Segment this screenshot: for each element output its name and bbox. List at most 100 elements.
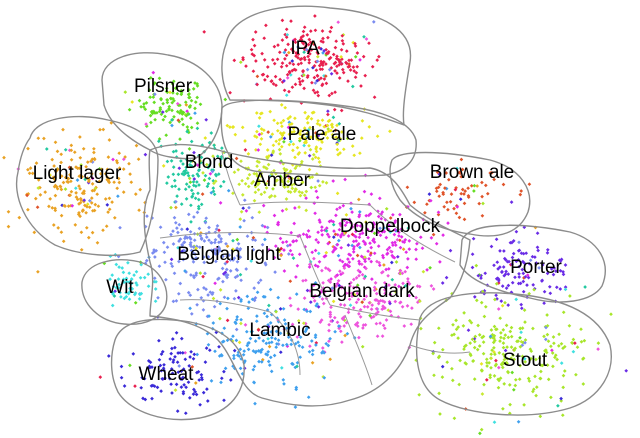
data-point [187,235,192,240]
data-point [251,37,255,42]
data-point [284,27,289,32]
data-point [377,260,382,265]
data-point [494,237,499,242]
data-point [418,299,422,304]
data-point [185,125,190,129]
data-point [79,198,84,202]
data-point [380,210,385,214]
data-point [233,132,238,137]
data-point [510,240,514,245]
data-point [6,224,11,229]
data-point [257,210,262,215]
data-point [288,303,293,308]
data-point [273,194,277,199]
data-point [267,247,271,252]
data-point [509,345,514,349]
data-point [391,212,395,217]
data-point [384,267,388,272]
region-label-belgian-dark: Belgian dark [309,281,415,302]
data-point [370,303,375,307]
data-point [546,377,551,382]
data-point [204,117,209,122]
data-point [354,276,359,280]
data-point [338,234,343,239]
data-point [273,74,278,79]
data-point [348,68,353,72]
data-point [483,183,488,188]
data-point [245,294,250,299]
data-point [239,278,243,283]
data-point [48,173,52,177]
data-point [186,380,191,385]
data-point [506,283,511,288]
data-point [262,311,267,316]
data-point [342,324,347,328]
data-point [313,185,318,190]
data-point [385,252,389,256]
data-point [492,374,497,378]
data-point [347,217,352,222]
data-point [287,70,292,75]
data-point [370,277,374,281]
data-point [315,74,320,78]
data-point [237,340,242,345]
data-point [225,259,230,264]
data-point [202,286,206,290]
data-point [339,47,344,52]
data-point [442,204,447,209]
data-point [221,254,225,259]
data-point [319,228,324,233]
data-point [163,260,167,265]
data-point [478,431,482,436]
data-point [328,312,333,317]
data-point [59,213,64,218]
data-point [27,171,32,176]
data-point [414,295,418,300]
data-point [268,287,273,292]
data-point [382,226,386,230]
data-point [269,369,274,374]
region-outline-pilsner [101,52,223,160]
data-point [177,364,182,368]
data-point [152,100,157,105]
data-point [310,157,315,161]
data-point [304,208,309,213]
data-point [245,343,250,348]
data-point [239,159,243,164]
data-point [304,196,308,200]
data-point [177,187,181,192]
data-point [174,299,179,303]
data-point [280,38,285,42]
data-point [187,95,192,100]
data-point [501,345,506,350]
data-point [397,238,402,243]
data-point [211,186,216,190]
data-point [347,64,352,69]
data-point [179,90,184,95]
data-point [279,144,284,149]
data-point [198,159,203,163]
data-point [165,181,169,185]
data-point [319,39,324,44]
data-point [193,256,198,261]
data-point [207,225,211,230]
data-point [320,225,324,229]
data-point [254,111,259,115]
data-point [251,247,256,252]
data-point [307,60,312,65]
data-point [476,323,480,328]
data-point [212,143,216,148]
data-point [171,165,176,169]
data-point [147,364,152,369]
data-point [376,301,381,306]
data-point [363,73,368,78]
data-point [336,238,341,243]
data-point [86,235,91,240]
region-outline-wheat [110,318,245,421]
data-point [451,322,455,327]
data-point [77,166,82,171]
data-point [241,206,246,211]
data-point [277,138,282,142]
data-point [462,347,466,351]
data-point [437,354,442,359]
